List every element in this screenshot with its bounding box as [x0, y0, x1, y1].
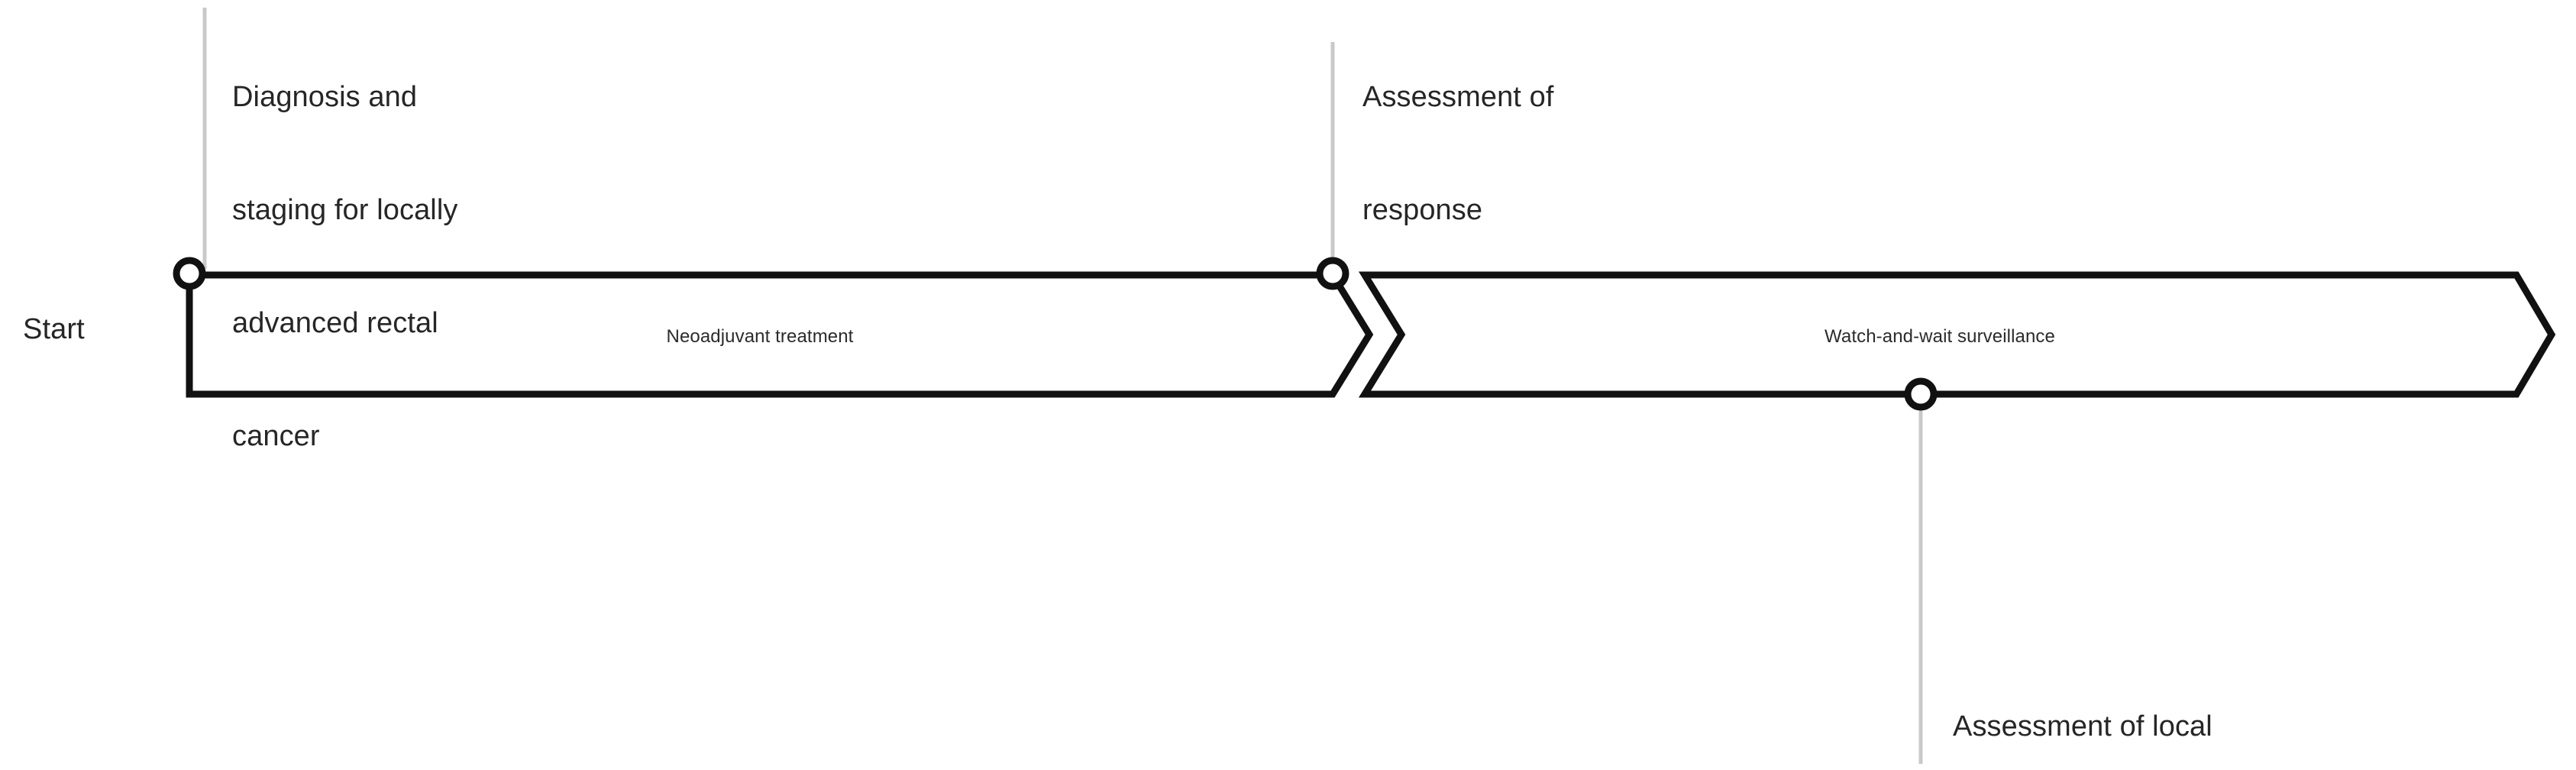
phase-bar-watch-and-wait[interactable]	[1358, 271, 2556, 398]
annotation-assessment-of-response: Assessment of response	[1362, 3, 1554, 305]
annotation-assessment-of-local-regrowth: Assessment of local regrowth	[1953, 632, 2212, 770]
milestone-marker-assessment-of-response[interactable]	[1316, 257, 1349, 290]
annotation-diagnosis: Diagnosis and staging for locally advanc…	[232, 3, 458, 531]
start-label: Start	[23, 313, 85, 345]
annotation-diagnosis-line-3: advanced rectal	[232, 307, 438, 340]
milestone-marker-diagnosis[interactable]	[173, 257, 206, 290]
phase-bar-neoadjuvant[interactable]	[186, 271, 1374, 398]
annotation-diagnosis-line-4: cancer	[232, 420, 320, 453]
phase-label-watch-and-wait: Watch-and-wait surveillance	[1825, 326, 2055, 347]
phase-label-neoadjuvant: Neoadjuvant treatment	[666, 326, 854, 347]
annotation-response-line-2: response	[1362, 193, 1483, 226]
annotation-response-line-1: Assessment of	[1362, 80, 1554, 113]
annotation-diagnosis-line-1: Diagnosis and	[232, 80, 418, 113]
milestone-marker-assessment-of-local-regrowth[interactable]	[1904, 377, 1938, 411]
annotation-diagnosis-line-2: staging for locally	[232, 193, 458, 226]
annotation-regrowth-line-1: Assessment of local	[1953, 710, 2212, 742]
